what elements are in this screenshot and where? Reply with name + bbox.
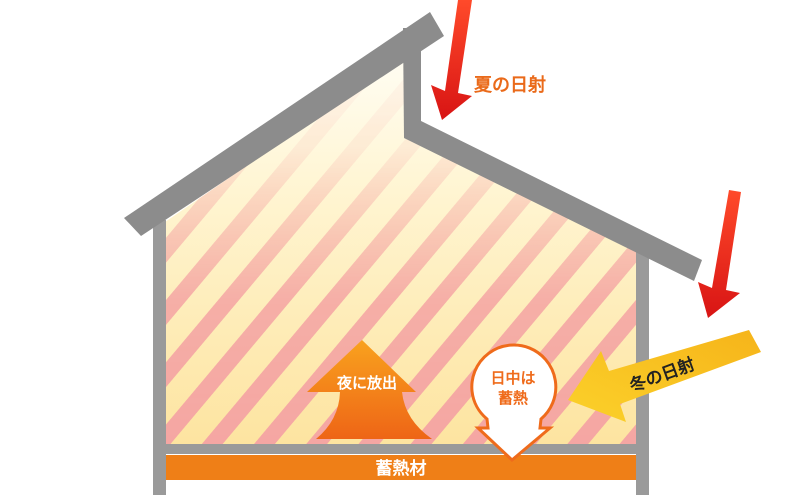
- night-release-label: 夜に放出: [336, 374, 397, 392]
- summer-arrow-lower: [698, 190, 741, 318]
- thermal-mass-bar: [166, 455, 636, 480]
- daytime-storage-callout: 日中は 蓄熱: [470, 343, 558, 463]
- summer-sun-label: 夏の日射: [474, 74, 546, 96]
- winter-arrow-shape: [568, 330, 761, 422]
- left-wall: [153, 220, 166, 495]
- roof: [124, 12, 702, 281]
- thermal-mass-slab: 蓄熱材: [166, 455, 636, 480]
- storage-label-line1: 日中は: [490, 369, 535, 387]
- floor-base: [153, 444, 649, 454]
- roof-left-slope: [124, 12, 444, 236]
- roof-right-slope: [404, 118, 702, 281]
- night-release-arrow: 夜に放出: [307, 340, 432, 439]
- roof-clerestory-wall: [403, 28, 421, 138]
- thermal-mass-label: 蓄熱材: [376, 458, 427, 479]
- summer-arrow-upper: [431, 0, 472, 120]
- storage-bubble: [470, 343, 558, 463]
- summer-sun-arrows: 夏の日射: [431, 0, 741, 318]
- release-arrow-shape: [307, 340, 432, 439]
- storage-label-line2: 蓄熱: [498, 389, 528, 407]
